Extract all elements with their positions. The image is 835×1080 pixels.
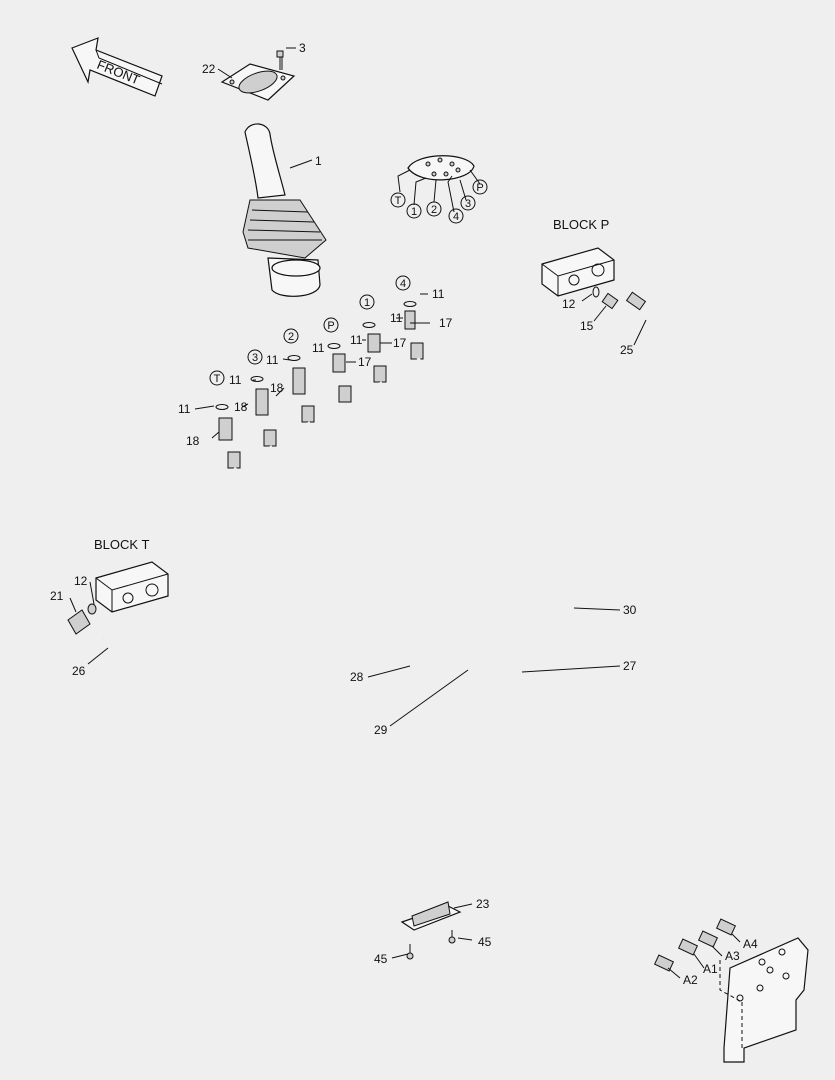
callout-45: 45	[478, 935, 492, 949]
callout-12: 12	[74, 574, 88, 588]
svg-text:P: P	[476, 182, 483, 194]
port-circle-4: 4	[448, 208, 464, 224]
callout-3: 3	[299, 41, 306, 55]
callout-15: 15	[580, 319, 594, 333]
tube-port-1: 1	[359, 294, 375, 310]
joystick	[242, 123, 327, 297]
callout-1: 1	[315, 154, 322, 168]
callout-18: 18	[234, 400, 248, 414]
gasket	[220, 63, 296, 101]
callout-27: 27	[623, 659, 637, 673]
hoses	[103, 310, 725, 968]
hose-end-fittings	[592, 286, 737, 972]
tube-port-t: T	[209, 370, 225, 386]
block-p-label: BLOCK P	[553, 217, 609, 232]
svg-text:3: 3	[252, 352, 258, 364]
callout-a4: A4	[743, 937, 758, 951]
block-t-label: BLOCK T	[94, 537, 149, 552]
callout-11: 11	[178, 402, 191, 416]
tube-port-p: P	[323, 317, 339, 333]
svg-text:2: 2	[431, 204, 437, 216]
svg-text:4: 4	[453, 211, 459, 223]
callout-30: 30	[623, 603, 637, 617]
callout-21: 21	[50, 589, 64, 603]
callout-23: 23	[476, 897, 490, 911]
callout-11: 11	[229, 373, 242, 387]
callout-22: 22	[202, 62, 216, 76]
callout-11: 11	[350, 333, 363, 347]
callout-12: 12	[562, 297, 576, 311]
callout-a3: A3	[725, 949, 740, 963]
callout-11: 11	[266, 353, 279, 367]
svg-text:1: 1	[364, 297, 370, 309]
tube-port-2: 2	[283, 328, 299, 344]
svg-text:1: 1	[411, 206, 417, 218]
port-circle-t: T	[390, 192, 406, 208]
callout-18: 18	[270, 381, 284, 395]
port-circle-3: 3	[460, 195, 476, 211]
front-arrow: FRONT	[71, 37, 163, 97]
fitting-stacks	[215, 301, 424, 469]
callout-a2: A2	[683, 973, 698, 987]
port-circle-2: 2	[426, 201, 442, 217]
svg-text:3: 3	[465, 198, 471, 210]
bolt	[276, 50, 284, 70]
bracket	[719, 937, 809, 1063]
callout-28: 28	[350, 670, 364, 684]
callout-a1: A1	[703, 962, 718, 976]
svg-text:2: 2	[288, 331, 294, 343]
callout-17: 17	[358, 355, 372, 369]
block-t	[95, 561, 169, 613]
svg-text:P: P	[327, 320, 334, 332]
port-circle-1: 1	[406, 203, 422, 219]
svg-text:T: T	[214, 373, 221, 385]
callout-11: 11	[390, 311, 403, 325]
svg-text:4: 4	[400, 278, 406, 290]
elbow-fitting	[67, 603, 97, 635]
tube-port-4: 4	[395, 275, 411, 291]
clamp	[400, 901, 462, 960]
callout-11: 11	[432, 287, 445, 301]
callout-26: 26	[72, 664, 86, 678]
leader-lines	[69, 47, 741, 979]
callout-25: 25	[620, 343, 634, 357]
tube-port-3: 3	[247, 349, 263, 365]
callout-18: 18	[186, 434, 200, 448]
block-p	[541, 247, 615, 297]
callout-17: 17	[393, 336, 407, 350]
svg-text:T: T	[395, 195, 402, 207]
callout-11: 11	[312, 341, 325, 355]
callout-29: 29	[374, 723, 388, 737]
callout-17: 17	[439, 316, 453, 330]
callout-45: 45	[374, 952, 388, 966]
port-pattern	[397, 155, 481, 213]
port-circle-p: P	[472, 179, 488, 195]
